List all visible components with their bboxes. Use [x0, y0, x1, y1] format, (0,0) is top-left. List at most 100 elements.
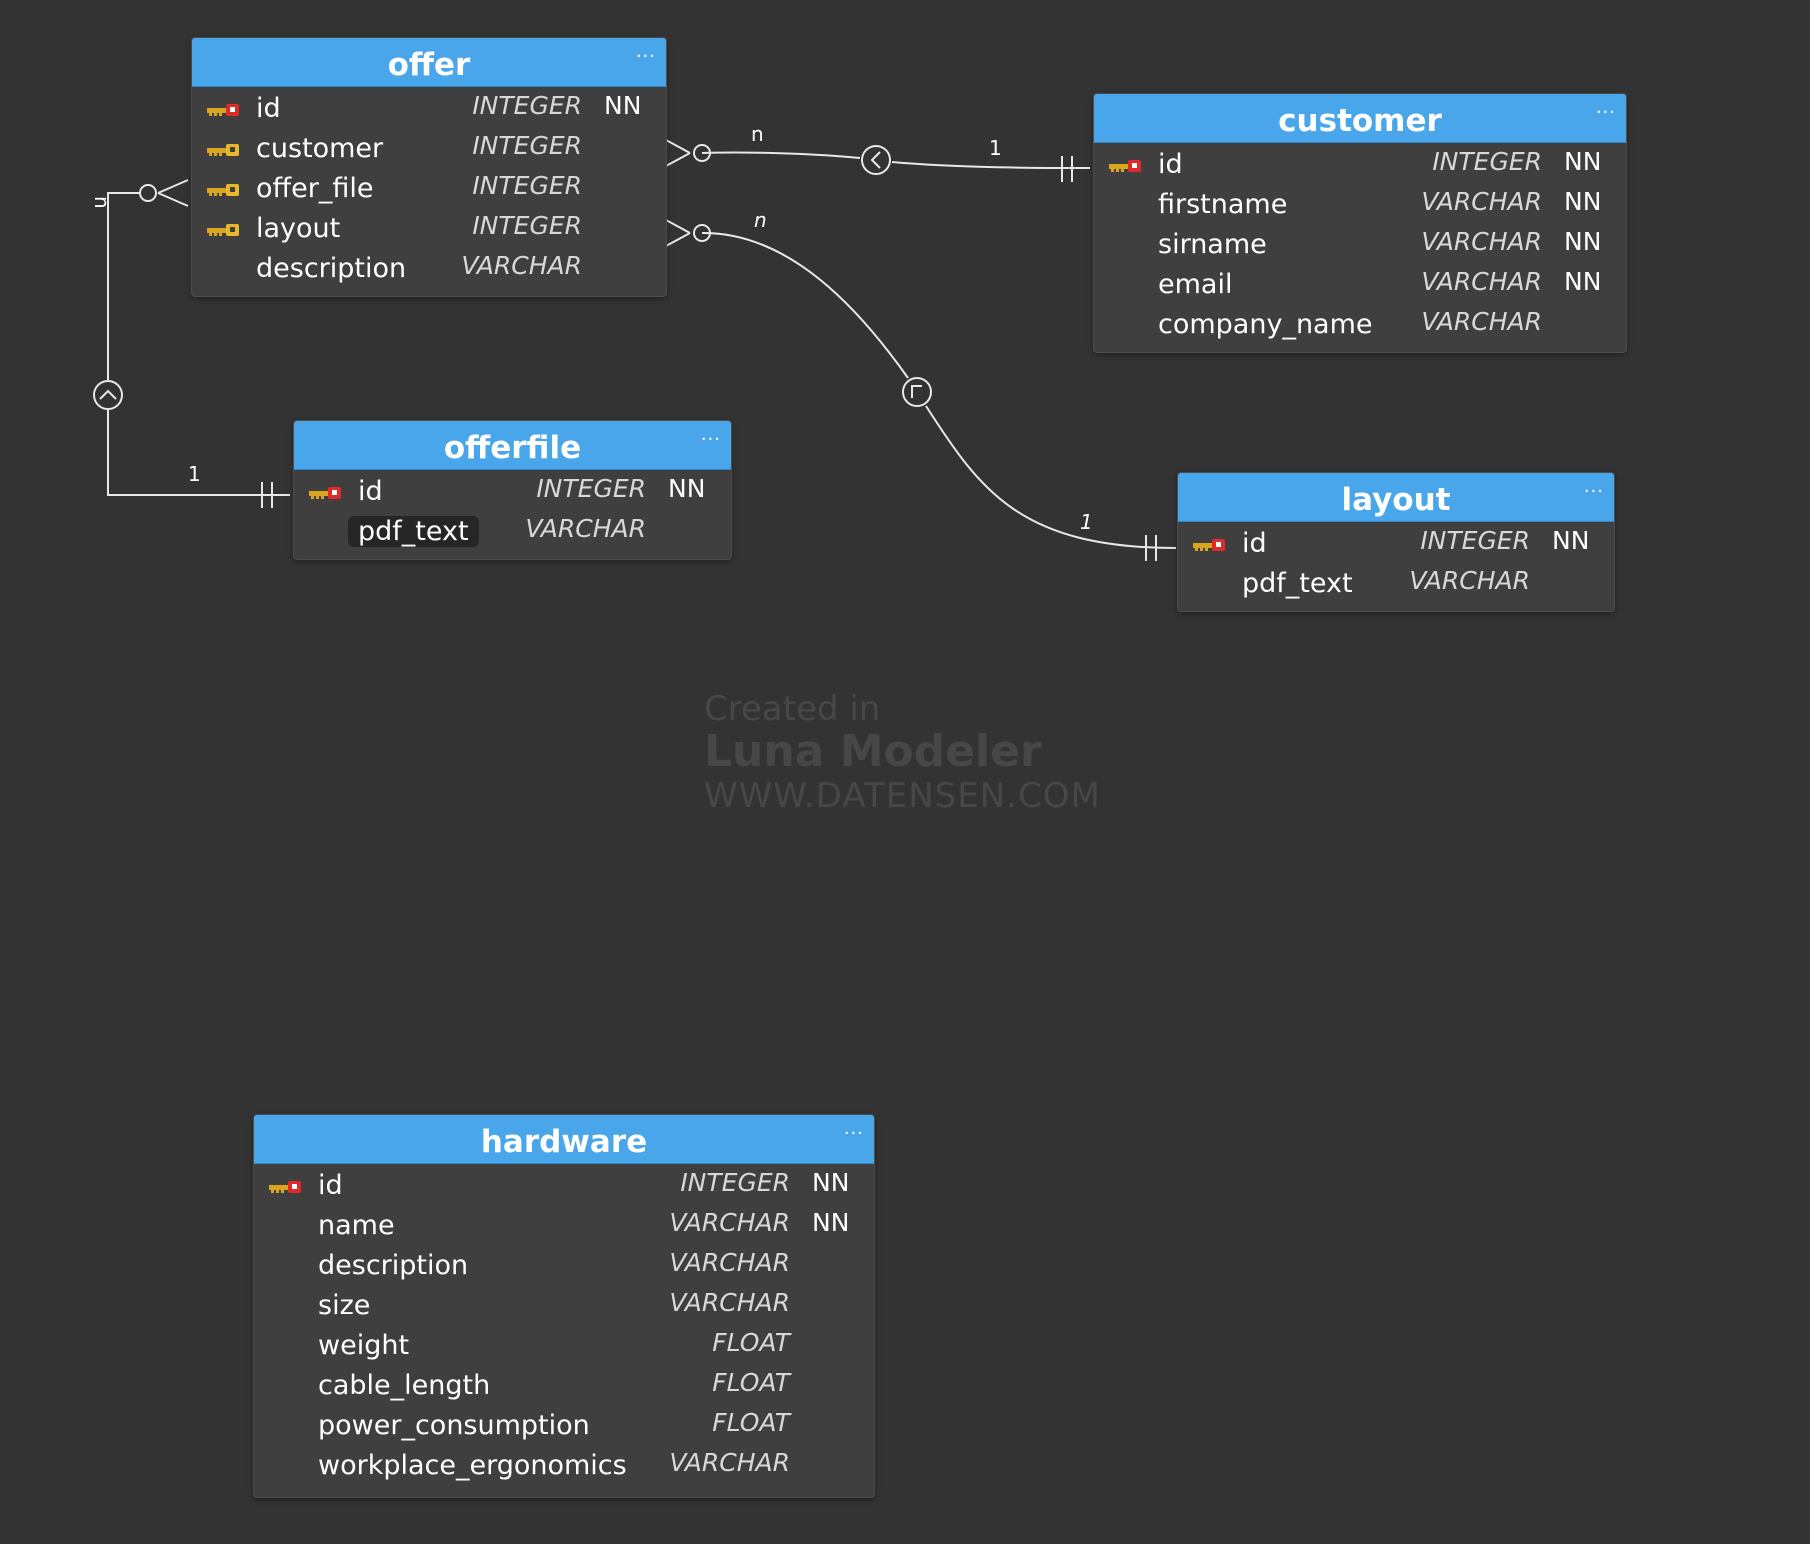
one-marker-offerfile: [261, 482, 273, 508]
column-name: layout: [256, 213, 341, 244]
column-type: FLOAT: [712, 1368, 790, 1397]
not-null-flag: NN: [1564, 227, 1602, 256]
column-type: VARCHAR: [525, 514, 646, 543]
entity-header[interactable]: offer ···: [192, 38, 666, 87]
primary-key-icon: [1192, 537, 1226, 553]
column-type: VARCHAR: [1409, 566, 1530, 595]
column-name: cable_length: [318, 1370, 491, 1401]
relationship-offer-layout-segment[interactable]: [925, 405, 1177, 549]
column-row[interactable]: cable_length FLOAT: [254, 1367, 874, 1407]
column-type: INTEGER: [472, 91, 582, 120]
column-name: offer_file: [256, 173, 374, 204]
direction-arrow-offer-offerfile: [99, 389, 117, 400]
crowsfoot-offer-customer: [665, 139, 691, 167]
foreign-key-icon: [206, 222, 240, 238]
direction-arrow-offer-customer: [870, 151, 881, 169]
relationship-offer-customer-segment[interactable]: [891, 161, 1091, 169]
direction-marker-offer-layout: [902, 377, 932, 407]
column-name: name: [318, 1210, 395, 1241]
entity-menu-button[interactable]: ···: [1595, 102, 1616, 123]
entity-menu-button[interactable]: ···: [843, 1123, 864, 1144]
column-row[interactable]: description VARCHAR: [192, 250, 666, 290]
column-name: sirname: [1158, 229, 1267, 260]
entity-header[interactable]: customer ···: [1094, 94, 1626, 143]
column-type: VARCHAR: [669, 1248, 790, 1277]
column-row[interactable]: pdf_text VARCHAR: [1178, 565, 1614, 605]
watermark-line-3: WWW.DATENSEN.COM: [704, 776, 1101, 816]
not-null-flag: NN: [1564, 267, 1602, 296]
relationship-offer-layout[interactable]: [701, 231, 909, 379]
not-null-flag: NN: [1552, 526, 1590, 555]
cardinality-offer-customer-many: n: [751, 122, 764, 146]
relationship-offer-offerfile-segment[interactable]: [107, 410, 290, 496]
column-type: FLOAT: [712, 1328, 790, 1357]
column-name: company_name: [1158, 309, 1373, 340]
column-type: INTEGER: [1432, 147, 1542, 176]
column-type: VARCHAR: [669, 1288, 790, 1317]
crowsfoot-offer-offerfile: [157, 179, 189, 207]
column-row[interactable]: sirname VARCHAR NN: [1094, 226, 1626, 266]
entity-title: hardware: [480, 1124, 648, 1160]
column-type: INTEGER: [680, 1168, 790, 1197]
column-type: VARCHAR: [461, 251, 582, 280]
entity-header[interactable]: layout ···: [1178, 473, 1614, 522]
column-type: VARCHAR: [1421, 227, 1542, 256]
entity-header[interactable]: offerfile ···: [294, 421, 731, 470]
column-type: VARCHAR: [1421, 307, 1542, 336]
entity-header[interactable]: hardware ···: [254, 1115, 874, 1164]
column-type: INTEGER: [1420, 526, 1530, 555]
column-name: pdf_text: [1242, 568, 1353, 599]
column-name: id: [256, 93, 281, 124]
direction-marker-offer-offerfile: [93, 380, 123, 410]
foreign-key-icon: [206, 182, 240, 198]
entity-title: offer: [387, 47, 471, 83]
watermark-line-2: Luna Modeler: [704, 726, 1042, 777]
column-name: firstname: [1158, 189, 1288, 220]
relationship-offer-customer[interactable]: [701, 151, 861, 159]
column-row[interactable]: id INTEGER NN: [192, 90, 666, 130]
column-type: VARCHAR: [1421, 187, 1542, 216]
primary-key-icon: [206, 102, 240, 118]
column-name: description: [256, 253, 407, 284]
entity-title: customer: [1278, 103, 1442, 139]
column-name: id: [1158, 149, 1183, 180]
watermark: Created in Luna Modeler WWW.DATENSEN.COM: [704, 690, 1101, 816]
column-name: customer: [256, 133, 384, 164]
one-marker-customer: [1061, 156, 1073, 182]
relationship-offer-offerfile[interactable]: [107, 192, 140, 380]
primary-key-icon: [1108, 158, 1142, 174]
not-null-flag: NN: [604, 91, 642, 120]
entity-menu-button[interactable]: ···: [635, 46, 656, 67]
column-type: INTEGER: [536, 474, 646, 503]
column-row[interactable]: company_name VARCHAR: [1094, 306, 1626, 346]
column-type: VARCHAR: [669, 1208, 790, 1237]
not-null-flag: NN: [668, 474, 706, 503]
column-name: id: [318, 1170, 343, 1201]
entity-menu-button[interactable]: ···: [700, 429, 721, 450]
column-name: power_consumption: [318, 1410, 590, 1441]
entity-menu-button[interactable]: ···: [1583, 481, 1604, 502]
column-type: VARCHAR: [1421, 267, 1542, 296]
foreign-key-icon: [206, 142, 240, 158]
